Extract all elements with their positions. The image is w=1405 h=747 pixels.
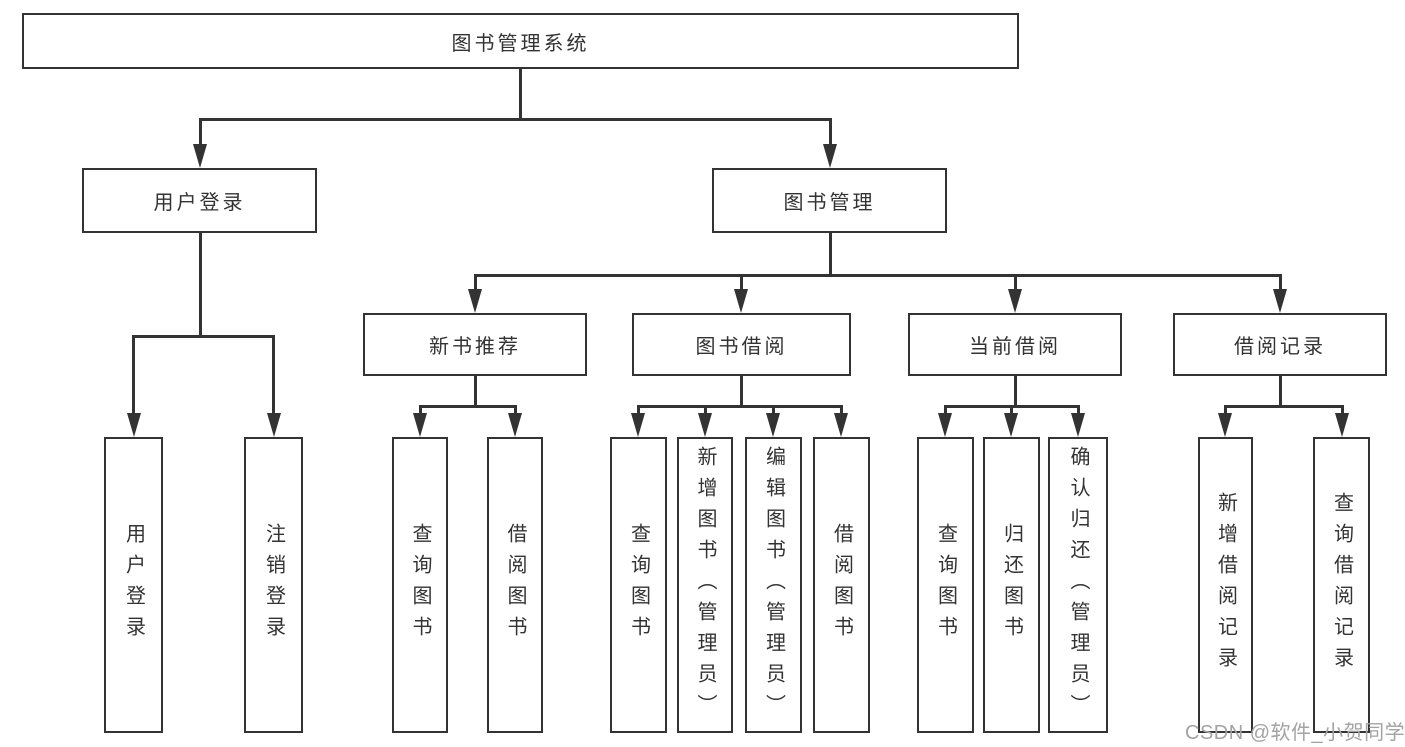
- arrowhead-down: [938, 413, 952, 437]
- connector-line: [519, 69, 522, 120]
- csdn-watermark: CSDN @软件_小贺同学: [1185, 722, 1405, 744]
- arrowhead-down: [631, 413, 645, 437]
- node-user-login: 用户登录: [82, 168, 317, 233]
- node-book-management: 图书管理: [712, 168, 947, 233]
- leaf-query-books-borrowing-label: 查询图书: [627, 523, 650, 647]
- leaf-query-books-current-label: 查询图书: [934, 523, 957, 647]
- leaf-edit-books-admin-label: 编辑图书（管理员）: [762, 445, 785, 725]
- arrowhead-down: [734, 289, 748, 313]
- node-borrowing-records: 借阅记录: [1173, 313, 1387, 376]
- connector-line: [1014, 376, 1017, 407]
- node-user-login-label: 用户登录: [153, 192, 246, 214]
- leaf-user-login-label: 用户登录: [122, 523, 145, 647]
- arrowhead-down: [267, 413, 281, 437]
- connector-line: [1224, 405, 1343, 408]
- arrowhead-down: [1218, 413, 1232, 437]
- leaf-logout: 注销登录: [244, 437, 303, 733]
- node-new-book-recommend: 新书推荐: [363, 313, 587, 376]
- node-current-borrowing: 当前借阅: [908, 313, 1122, 376]
- leaf-confirm-return-admin: 确认归还（管理员）: [1048, 437, 1108, 733]
- leaf-borrow-books-label: 借阅图书: [830, 523, 853, 647]
- connector-line: [1077, 405, 1080, 417]
- leaf-borrow-books: 借阅图书: [813, 437, 870, 733]
- node-book-borrowing: 图书借阅: [632, 313, 851, 376]
- connector-line: [637, 405, 843, 408]
- leaf-query-books-current: 查询图书: [917, 437, 974, 733]
- connector-line: [1010, 405, 1013, 417]
- leaf-query-books-recommend: 查询图书: [392, 437, 448, 733]
- connector-line: [1224, 405, 1227, 417]
- connector-line: [272, 335, 275, 417]
- arrowhead-down: [1071, 413, 1085, 437]
- connector-line: [474, 376, 477, 407]
- arrowhead-down: [193, 144, 207, 168]
- node-borrowing-records-label: 借阅记录: [1234, 336, 1326, 358]
- connector-line: [132, 335, 135, 417]
- node-new-book-recommend-label: 新书推荐: [429, 336, 521, 358]
- leaf-add-borrow-record-label: 新增借阅记录: [1214, 492, 1237, 678]
- leaf-query-borrow-record: 查询借阅记录: [1313, 437, 1370, 733]
- connector-line: [1014, 274, 1017, 292]
- connector-line: [944, 405, 947, 417]
- node-root-label: 图书管理系统: [451, 32, 590, 55]
- leaf-return-books: 归还图书: [983, 437, 1040, 733]
- arrowhead-down: [468, 289, 482, 313]
- arrowhead-down: [823, 144, 837, 168]
- leaf-logout-label: 注销登录: [262, 523, 285, 647]
- connector-line: [474, 274, 1281, 277]
- connector-line: [474, 274, 477, 292]
- leaf-query-borrow-record-label: 查询借阅记录: [1330, 492, 1353, 678]
- connector-line: [637, 405, 640, 417]
- arrowhead-down: [1008, 289, 1022, 313]
- connector-line: [199, 118, 202, 148]
- connector-line: [1279, 274, 1282, 292]
- leaf-add-books-admin-label: 新增图书（管理员）: [694, 445, 716, 725]
- arrowhead-down: [1004, 413, 1018, 437]
- leaf-query-books-recommend-label: 查询图书: [409, 523, 431, 647]
- arrowhead-down: [1335, 413, 1349, 437]
- node-current-borrowing-label: 当前借阅: [969, 336, 1061, 358]
- node-book-management-label: 图书管理: [783, 192, 876, 214]
- arrowhead-down: [698, 413, 712, 437]
- connector-line: [132, 335, 275, 338]
- connector-line: [740, 274, 743, 292]
- leaf-confirm-return-admin-label: 确认归还（管理员）: [1067, 445, 1089, 725]
- connector-line: [199, 118, 832, 121]
- arrowhead-down: [127, 413, 141, 437]
- connector-line: [1341, 405, 1344, 417]
- connector-line: [740, 376, 743, 407]
- leaf-add-borrow-record: 新增借阅记录: [1198, 437, 1253, 733]
- arrowhead-down: [766, 413, 780, 437]
- connector-line: [419, 405, 422, 417]
- connector-line: [514, 405, 517, 417]
- connector-line: [829, 233, 832, 276]
- connector-line: [1279, 376, 1282, 407]
- connector-line: [840, 405, 843, 417]
- arrowhead-down: [508, 413, 522, 437]
- arrowhead-down: [413, 413, 427, 437]
- node-root: 图书管理系统: [22, 13, 1019, 69]
- connector-line: [199, 233, 202, 337]
- leaf-borrow-books-recommend: 借阅图书: [487, 437, 543, 733]
- leaf-return-books-label: 归还图书: [1000, 523, 1023, 647]
- leaf-user-login: 用户登录: [104, 437, 163, 733]
- connector-line: [704, 405, 707, 417]
- leaf-add-books-admin: 新增图书（管理员）: [677, 437, 733, 733]
- leaf-edit-books-admin: 编辑图书（管理员）: [745, 437, 802, 733]
- leaf-query-books-borrowing: 查询图书: [610, 437, 667, 733]
- connector-line: [772, 405, 775, 417]
- leaf-borrow-books-recommend-label: 借阅图书: [504, 523, 526, 647]
- connector-line: [419, 405, 517, 408]
- connector-line: [829, 118, 832, 148]
- node-book-borrowing-label: 图书借阅: [695, 336, 788, 358]
- arrowhead-down: [1273, 289, 1287, 313]
- arrowhead-down: [834, 413, 848, 437]
